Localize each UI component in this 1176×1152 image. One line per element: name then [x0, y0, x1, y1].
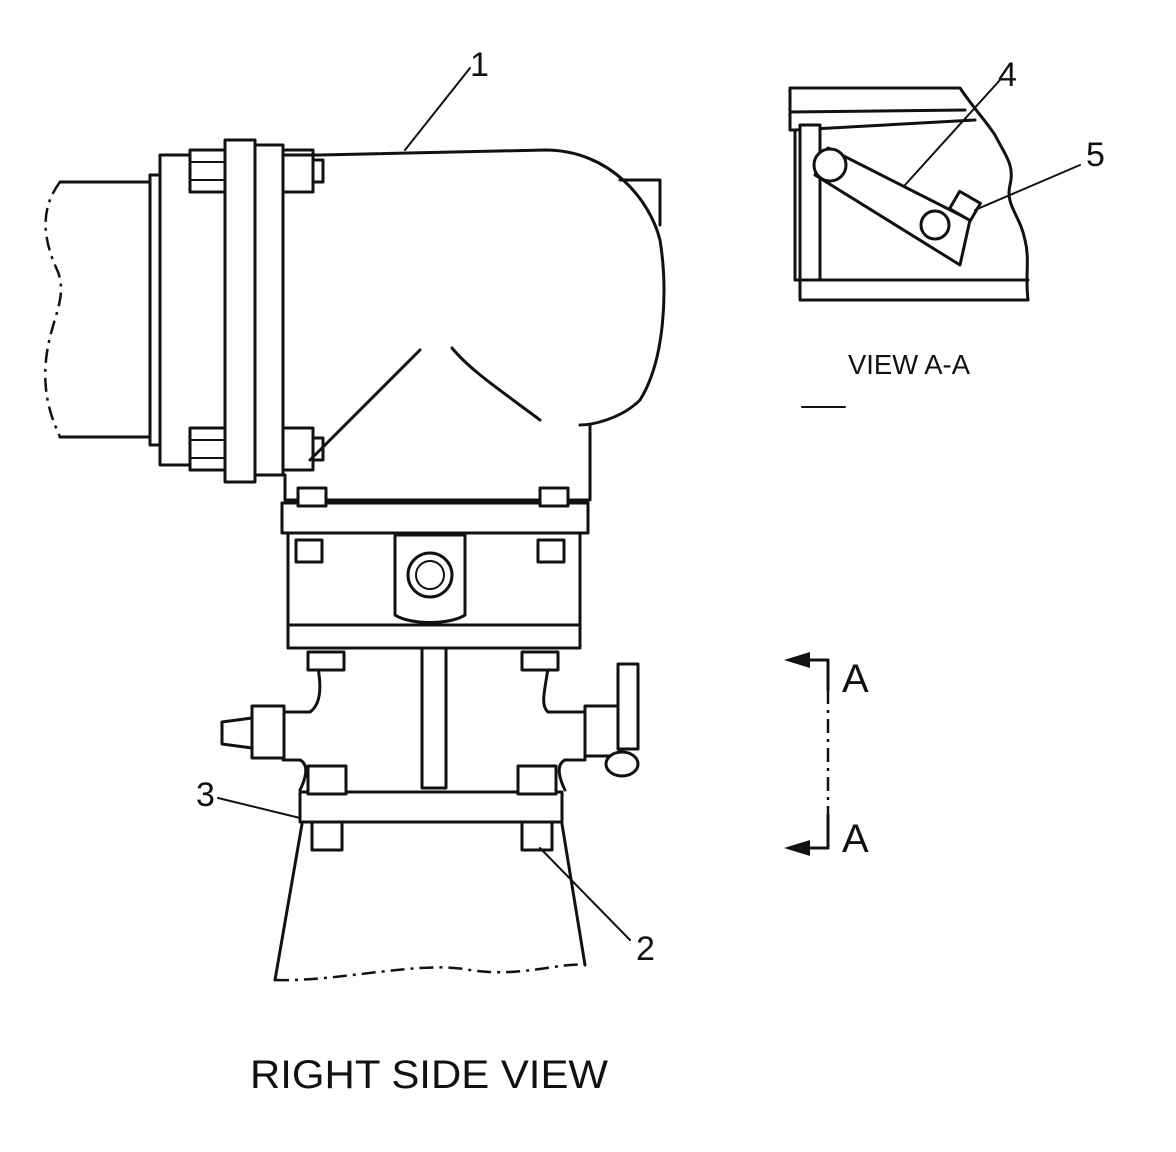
adapter-bolt — [538, 486, 570, 508]
leader-2 — [539, 847, 631, 941]
leader-5 — [974, 164, 1081, 211]
link-arm — [812, 146, 982, 267]
flange-nut — [281, 426, 325, 472]
section-arrow-top — [784, 652, 810, 668]
section-label-bottom: A — [842, 817, 869, 861]
mounting-bolt — [516, 764, 558, 852]
elbow-housing — [281, 148, 666, 502]
callout-4: 4 — [998, 56, 1017, 94]
adapter-bolt — [296, 486, 328, 508]
pipe-flange — [158, 138, 325, 484]
section-label-top: A — [842, 657, 869, 701]
detail-view-caption: VIEW A-A — [848, 349, 970, 380]
inlet-pipe — [44, 173, 162, 447]
leader-4 — [904, 79, 1001, 186]
flange-bolt — [188, 148, 227, 194]
valve-stem — [420, 646, 448, 790]
adapter-plate — [280, 486, 590, 535]
view-a-a-detail: 4 5 VIEW A-A — [788, 56, 1105, 408]
section-arrow-bottom — [784, 840, 810, 856]
flange-nut — [281, 148, 325, 194]
section-marker: A A — [784, 652, 869, 861]
flange-bolt — [188, 426, 227, 472]
mounting-plate — [298, 764, 564, 852]
leader-3 — [217, 797, 301, 819]
callout-2: 2 — [636, 930, 655, 968]
right-fitting — [520, 650, 640, 792]
left-fitting — [220, 650, 346, 792]
callout-3: 3 — [196, 776, 215, 814]
right-side-view: 1 3 2 RIGHT SIDE VIEW — [44, 46, 666, 1097]
support-pedestal — [273, 822, 587, 982]
callout-5: 5 — [1086, 136, 1105, 174]
main-view-caption: RIGHT SIDE VIEW — [250, 1053, 608, 1097]
valve-body — [286, 531, 582, 650]
mounting-bolt — [306, 764, 348, 852]
callout-1: 1 — [470, 46, 489, 84]
leader-1 — [404, 67, 471, 151]
